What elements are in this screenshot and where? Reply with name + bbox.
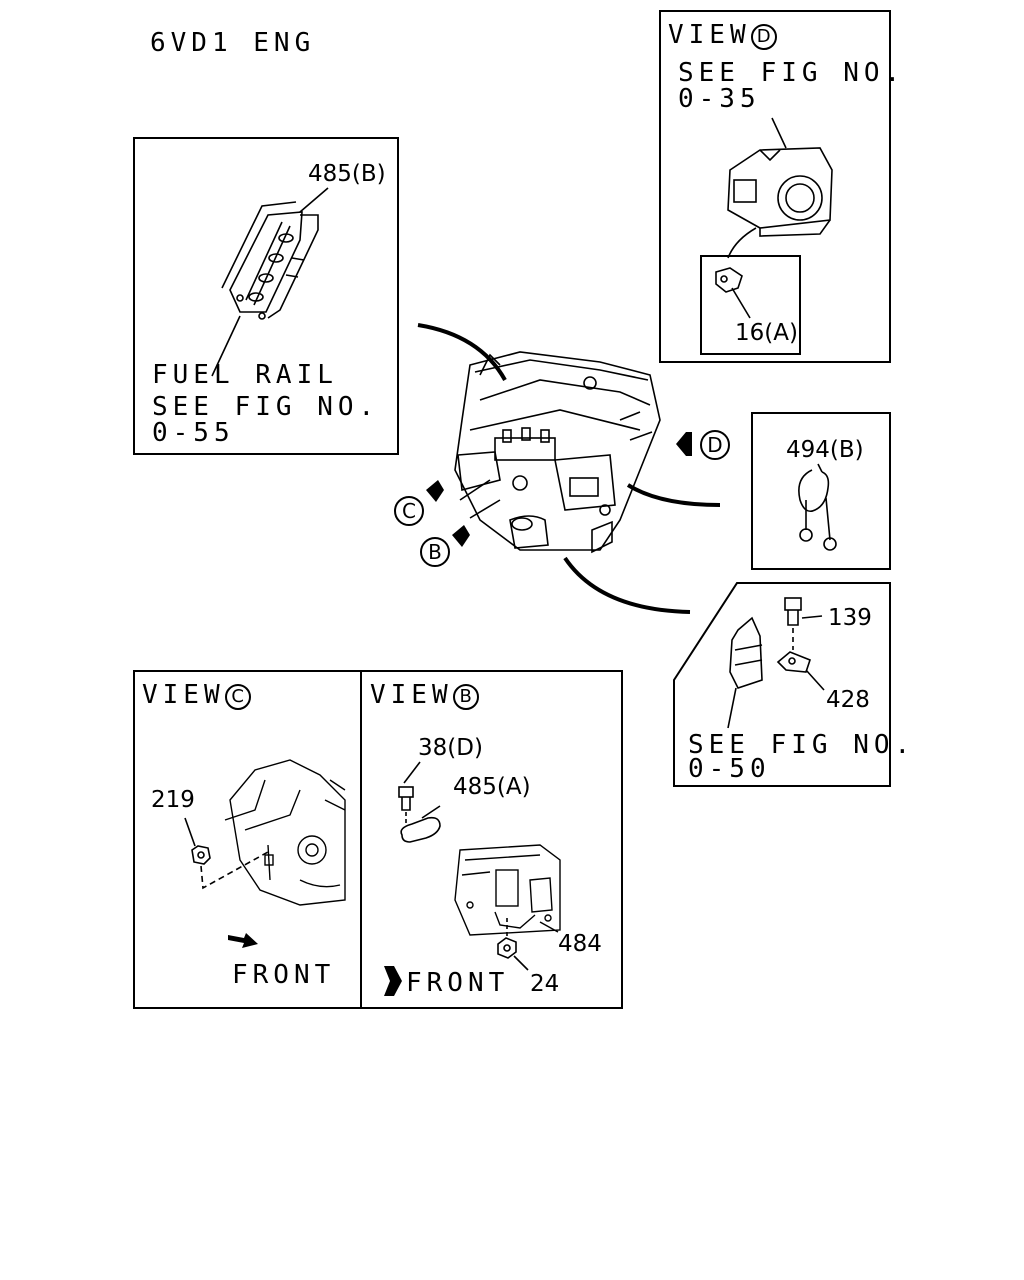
- part-label-494b: 494(B): [786, 437, 864, 463]
- throttle-body-drawing: [727, 117, 833, 259]
- view-c-box: [133, 670, 362, 1009]
- view-b-drawing: [454, 844, 561, 936]
- arrow-front-c: [228, 933, 258, 948]
- view-c-drawing: [224, 759, 346, 906]
- leader-sensor: [563, 556, 691, 614]
- arrow-c: [426, 480, 444, 502]
- fuel-rail-caption: FUEL RAIL: [152, 360, 338, 390]
- part-label-38d: 38(D): [418, 735, 483, 761]
- view-c-front: FRONT: [232, 960, 336, 990]
- clip-box: [751, 412, 891, 570]
- view-c-nut: [184, 817, 269, 890]
- leader-clip: [626, 483, 721, 507]
- fuel-rail-fig-number: 0-55: [152, 418, 235, 448]
- view-d-inset-part: [715, 267, 751, 319]
- view-b-box: [360, 670, 623, 1009]
- part-label-219: 219: [151, 787, 195, 813]
- view-d-word: VIEW: [668, 20, 751, 50]
- part-label-24: 24: [530, 971, 560, 997]
- callout-view-b: B: [420, 537, 450, 567]
- page-title: 6VD1 ENG: [150, 28, 316, 58]
- view-c-word: VIEW: [142, 680, 225, 710]
- view-b-bolt: [398, 761, 421, 826]
- sensor-fig-number: 0-50: [688, 754, 771, 784]
- part-label-485b: 485(B): [308, 161, 386, 187]
- view-c-letter: C: [224, 684, 251, 710]
- sensor-box: [673, 582, 891, 787]
- view-b-letter: B: [452, 684, 479, 710]
- sensor-drawing: [727, 597, 825, 729]
- leader-fuel-rail: [417, 323, 507, 381]
- clip-drawing: [798, 463, 837, 551]
- view-d-letter: D: [750, 24, 777, 50]
- part-label-139: 139: [828, 605, 872, 631]
- part-label-16a: 16(A): [735, 320, 798, 346]
- arrow-front-b: [384, 966, 402, 996]
- view-d-see-fig: SEE FIG NO.: [678, 58, 906, 88]
- view-b-word: VIEW: [370, 680, 453, 710]
- fuel-rail-box: [133, 137, 399, 455]
- fuel-rail-see-fig: SEE FIG NO.: [152, 392, 380, 422]
- sensor-see-fig: SEE FIG NO.: [688, 730, 916, 760]
- fuel-rail-drawing: [211, 187, 329, 377]
- arrow-b: [452, 525, 470, 547]
- callout-view-d: D: [700, 430, 730, 460]
- part-label-428: 428: [826, 687, 870, 713]
- view-b-clip: [400, 805, 441, 843]
- view-b-nut: [497, 918, 529, 971]
- view-b-front: FRONT: [406, 968, 510, 998]
- part-label-485a: 485(A): [453, 774, 531, 800]
- part-label-484: 484: [558, 931, 602, 957]
- arrow-d: [676, 432, 692, 456]
- callout-view-c: C: [394, 496, 424, 526]
- view-d-box: [659, 10, 891, 363]
- engine-drawing: [454, 351, 661, 554]
- view-d-inset-box: [700, 255, 801, 355]
- view-d-fig-number: 0-35: [678, 84, 761, 114]
